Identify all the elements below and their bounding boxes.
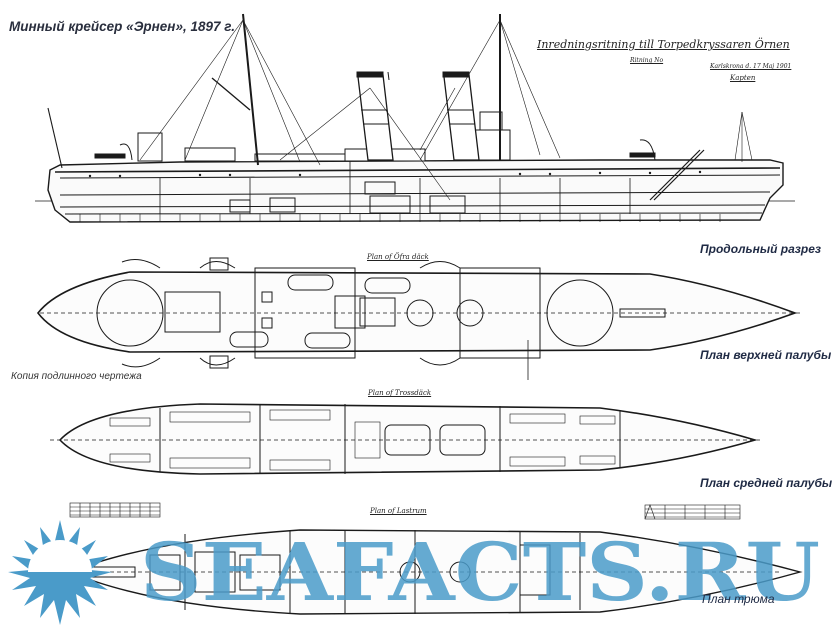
sun-icon — [8, 520, 112, 625]
profile-view — [35, 13, 795, 223]
plan-label-upper-deck: Plan of Öfra däck — [367, 253, 429, 261]
middle-deck-view — [50, 403, 760, 475]
original-drawing-title: Inredningsritning till Torpedkryssaren Ö… — [537, 38, 790, 51]
page-title: Минный крейсер «Эрнен», 1897 г. — [9, 19, 236, 34]
upper-deck-view — [36, 257, 800, 380]
caption-middle-deck: План средней палубы — [700, 476, 833, 490]
watermark-text: SEAFACTS.RU — [140, 525, 820, 619]
copy-note: Копия подлинного чертежа — [11, 371, 142, 382]
scale-bar-right — [644, 504, 741, 520]
caption-profile: Продольный разрез — [700, 242, 822, 256]
watermark: SEAFACTS.RU — [8, 520, 820, 625]
caption-upper-deck: План верхней палубы — [700, 348, 832, 362]
plan-label-hold: Plan of Lastrum — [370, 507, 427, 515]
original-signature: Kapten — [730, 74, 756, 82]
caption-hold: План трюма — [702, 592, 775, 606]
plan-label-middle-deck: Plan of Trossdäck — [368, 389, 432, 397]
scale-bar-left — [69, 502, 161, 518]
original-drawing-subtitle: Ritning No — [630, 57, 664, 64]
hold-view — [40, 529, 803, 615]
original-place-date: Karlskrona d. 17 Maj 1901 — [710, 63, 792, 70]
